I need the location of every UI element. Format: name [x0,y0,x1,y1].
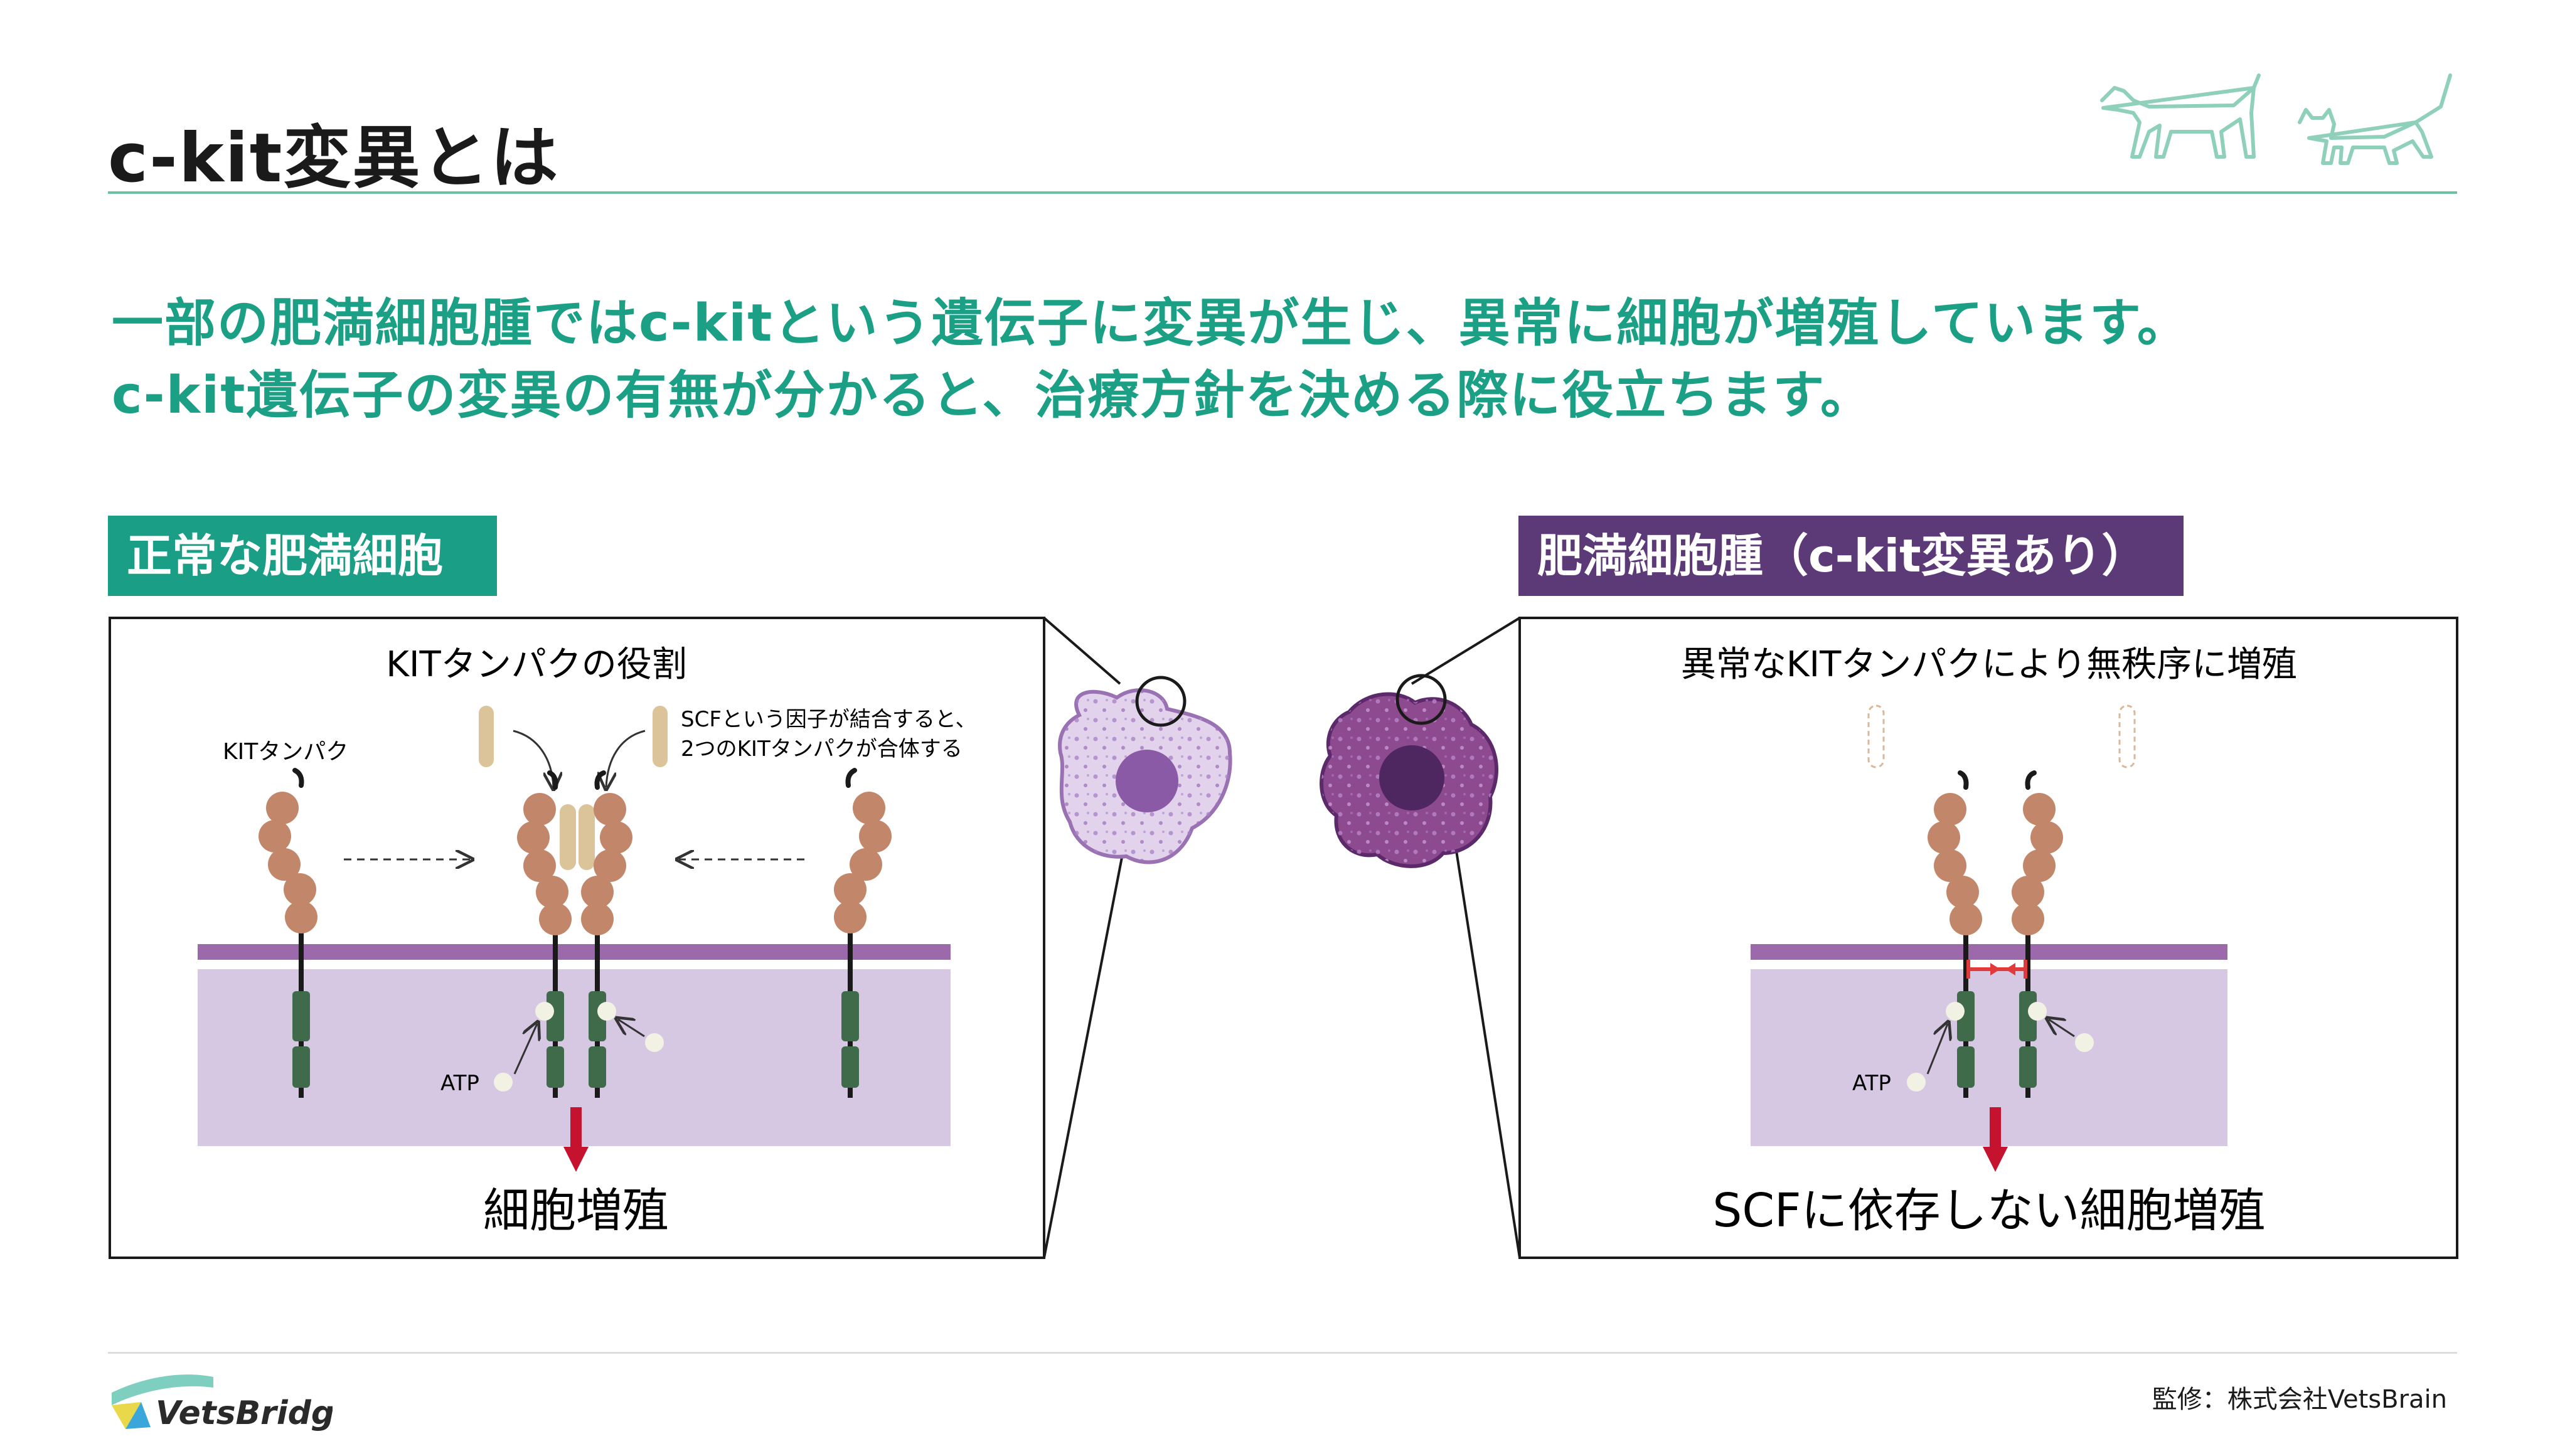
normal-result-text: 細胞増殖 [483,1184,669,1238]
kit-protein-label: KITタンパク [223,739,348,765]
normal-cell-label: 正常な肥満細胞 [108,516,497,596]
atp-molecule [645,1033,664,1052]
scf-factor-icon [653,706,668,767]
proliferation-arrow [1983,1107,2008,1172]
supervision-credit: 監修：株式会社VetsBrain [2152,1385,2447,1414]
atp-label: ATP [1852,1071,1891,1096]
kit-receptor-left [259,768,317,1098]
dog-outline-icon [2100,73,2261,159]
vetsbridge-logo-icon: VetsBridge [112,1374,333,1432]
atp-molecule [494,1073,513,1092]
kit-receptor-dimer [517,770,632,1098]
pets-illustration [2100,73,2452,165]
forced-dimerization-arrows [1966,960,2027,979]
cell-membrane [1751,944,2227,960]
kit-receptor-right [834,768,892,1098]
normal-mast-cell [1058,676,1232,864]
title-divider [108,191,2457,194]
tumor-result-text: SCFに依存しない細胞増殖 [1712,1184,2265,1238]
lead-text-line-1: 一部の肥満細胞腫ではc-kitという遺伝子に変異が生じ、異常に細胞が増殖していま… [112,294,2190,353]
proliferation-arrow [563,1107,589,1172]
tumor-panel: 異常なKITタンパクにより無秩序に増殖 [1518,617,2458,1259]
normal-panel-title: KITタンパクの役割 [386,644,686,685]
scf-absent-icon [1867,704,1885,768]
tumor-mast-cell [1320,674,1498,868]
lead-text-line-2: c-kit遺伝子の変異の有無が分かると、治療方針を決める際に役立ちます。 [112,366,1873,425]
atp-molecule [1907,1073,1926,1092]
tumor-cell-label: 肥満細胞腫（c-kit変異あり） [1518,516,2184,596]
tumor-panel-title: 異常なKITタンパクにより無秩序に増殖 [1681,644,2297,685]
scf-factor-icon [479,706,494,767]
scf-absent-icon [2118,704,2136,768]
cytoplasm [1751,969,2227,1146]
atp-molecule [2075,1033,2094,1052]
cat-outline-icon [2298,73,2452,165]
normal-zoom-circle [1135,676,1187,727]
footer-divider [108,1352,2457,1354]
normal-panel: KITタンパクの役割 KITタンパク SCFという因子が結合すると、 2つのKI… [109,617,1045,1259]
scf-note-line-2: 2つのKITタンパクが合体する [681,736,963,762]
logo-text: VetsBridge [156,1395,333,1432]
atp-label: ATP [440,1071,479,1096]
cell-membrane [198,944,951,960]
mutant-kit-receptors [1928,770,2063,1098]
scf-note-line-1: SCFという因子が結合すると、 [681,707,977,732]
tumor-zoom-circle [1395,674,1447,725]
page-title: c-kit変異とは [108,119,560,198]
